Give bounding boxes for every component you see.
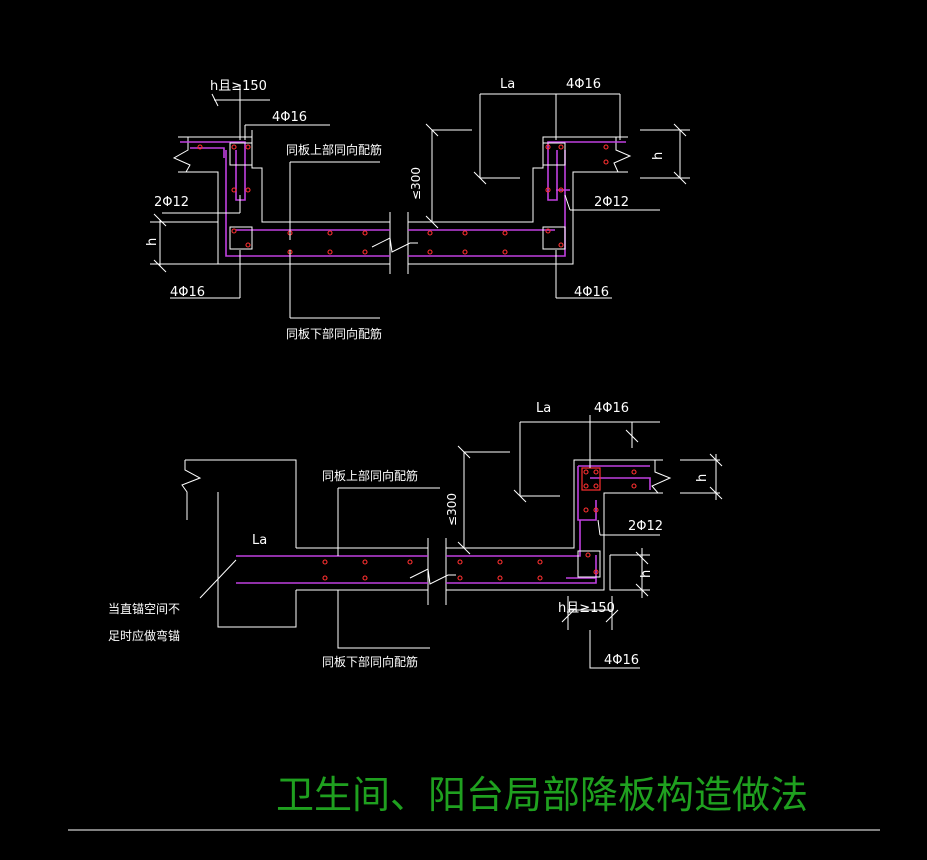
top-h-right: h (651, 152, 666, 160)
top-la: La (500, 77, 515, 92)
bottom-anchor-note-2: 足时应做弯锚 (108, 628, 180, 643)
top-stirrup-tr (542, 142, 566, 166)
top-4phi16-br: 4Φ16 (574, 285, 609, 300)
bottom-le300: ≤300 (445, 493, 459, 526)
bottom-detail: La 4Φ16 同板上部同向配筋 ≤300 h 2Φ12 La h 当直锚空间不… (108, 401, 723, 669)
bottom-la-top: La (536, 401, 551, 416)
bottom-wall-outline (181, 459, 297, 628)
top-stirrup-tl (229, 142, 253, 166)
top-slab-outline (178, 136, 628, 265)
top-2phi12-right: 2Φ12 (594, 195, 629, 210)
bottom-slab-outline (296, 459, 663, 591)
top-h-left: h (145, 238, 160, 246)
bottom-lower-note: 同板下部同向配筋 (322, 654, 418, 669)
bottom-rebar-main (236, 465, 651, 584)
top-detail: h且≥150 4Φ16 同板上部同向配筋 ≤300 La 4Φ16 h 2Φ12… (145, 77, 690, 341)
top-mid-break (371, 212, 418, 274)
top-dim-lines (150, 86, 690, 319)
top-4phi16-bl: 4Φ16 (170, 285, 205, 300)
bottom-2phi12: 2Φ12 (628, 519, 663, 534)
bottom-rebar-dots (322, 469, 637, 581)
top-rebar-main (236, 150, 566, 257)
bottom-upper-note: 同板上部同向配筋 (322, 468, 418, 483)
bottom-stirrup-top (581, 467, 601, 491)
bottom-h-right: h (695, 474, 710, 482)
bottom-stirrup-bottom (577, 550, 601, 578)
top-h-label-left: h且≥150 (210, 79, 267, 94)
top-lower-note: 同板下部同向配筋 (286, 326, 382, 341)
bottom-mid-break (409, 538, 456, 605)
bottom-h-mid: h (639, 570, 654, 578)
bottom-h-label: h且≥150 (558, 601, 615, 616)
bottom-4phi16-top: 4Φ16 (594, 401, 629, 416)
top-2phi12-left: 2Φ12 (154, 195, 189, 210)
top-left-break (172, 137, 191, 173)
top-rebar-left-upper (190, 147, 225, 158)
top-le300: ≤300 (409, 167, 423, 200)
bottom-4phi16-bottom: 4Φ16 (604, 653, 639, 668)
bottom-dim-lines (199, 415, 723, 669)
top-upper-note: 同板上部同向配筋 (286, 142, 382, 157)
top-rebar-dots (197, 144, 609, 255)
top-4phi16-tl: 4Φ16 (272, 110, 307, 125)
top-right-break (613, 137, 632, 173)
top-4phi16-tr: 4Φ16 (566, 77, 601, 92)
drawing-title: 卫生间、阳台局部降板构造做法 (276, 773, 808, 817)
top-stirrup-br (542, 226, 566, 250)
bottom-la-left: La (252, 533, 267, 548)
bottom-right-break (651, 460, 672, 494)
top-rebar-left-hook (180, 141, 390, 257)
bottom-anchor-note-1: 当直锚空间不 (108, 601, 180, 616)
top-stirrup-bl (229, 226, 253, 250)
